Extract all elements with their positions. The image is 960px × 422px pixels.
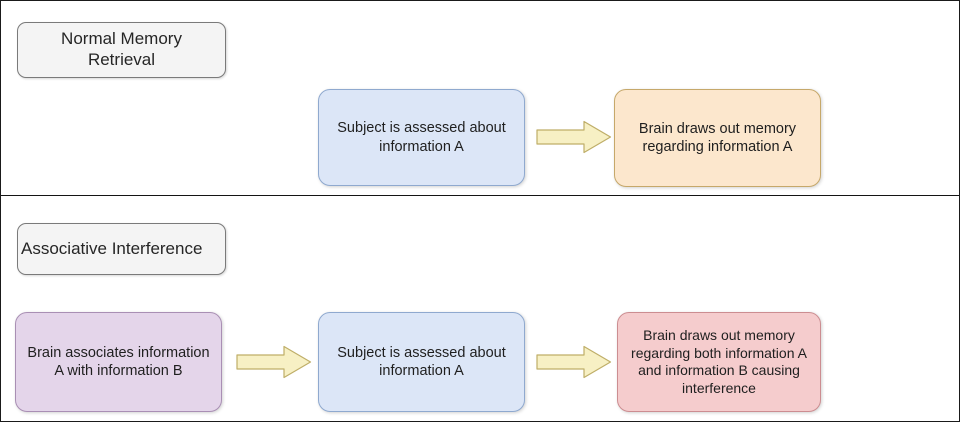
section-label-normal-memory-retrieval: Normal Memory Retrieval: [17, 22, 226, 78]
arrow-associate-to-assess: [236, 345, 312, 379]
arrow-assess-to-interference: [536, 345, 612, 379]
node-subject-assessed-top-text: Subject is assessed about information A: [337, 120, 506, 155]
node-brain-draws-memory-interference: Brain draws out memory regarding both in…: [617, 312, 821, 412]
node-brain-draws-memory-top-text: Brain draws out memory regarding informa…: [638, 120, 797, 155]
section-label-normal-text: Normal Memory Retrieval: [61, 29, 182, 69]
node-subject-assessed-top: Subject is assessed about information A: [318, 89, 525, 186]
node-brain-associates-information-text: Brain associates information A with info…: [27, 344, 210, 379]
node-subject-assessed-bottom-text: Subject is assessed about information A: [337, 344, 506, 379]
node-brain-draws-memory-interference-text: Brain draws out memory regarding both in…: [631, 327, 807, 396]
section-label-associative-text: Associative Interference: [21, 238, 203, 258]
node-brain-associates-information: Brain associates information A with info…: [15, 312, 222, 412]
node-brain-draws-memory-top: Brain draws out memory regarding informa…: [614, 89, 821, 187]
arrow-assess-to-draws-top: [536, 120, 612, 154]
section-label-associative-interference: Associative Interference: [17, 223, 226, 275]
node-subject-assessed-bottom: Subject is assessed about information A: [318, 312, 525, 412]
